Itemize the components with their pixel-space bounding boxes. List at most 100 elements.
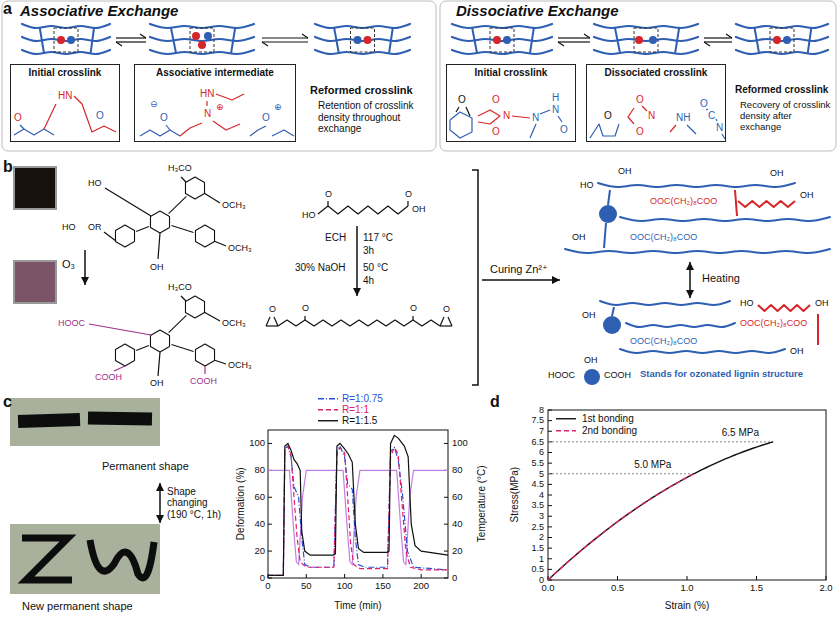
group-label: OH xyxy=(150,378,164,388)
bond-line xyxy=(706,109,708,110)
bond-line xyxy=(448,317,452,326)
tick-mark xyxy=(268,443,272,444)
bond-line xyxy=(140,130,180,136)
atom-label: N xyxy=(648,110,655,122)
data-curve xyxy=(268,446,448,575)
group-label: HO xyxy=(62,222,76,232)
group-label: OH xyxy=(790,346,804,356)
tick-label: 1.5 xyxy=(531,543,544,553)
tick-label: 7.5 xyxy=(531,415,544,425)
bond-dot xyxy=(67,36,75,44)
photo-caption: Permanent shape xyxy=(102,460,189,473)
legend-sample xyxy=(318,420,338,421)
tick-label: 3 xyxy=(539,511,544,521)
polymer-chain xyxy=(40,27,44,53)
tick-label: 2.0 xyxy=(819,583,832,594)
benzene-ring xyxy=(185,296,204,318)
group-label: COOH xyxy=(190,376,217,386)
bond-line xyxy=(104,232,116,241)
tick-mark xyxy=(687,576,688,580)
equilibrium-arrow xyxy=(302,34,308,38)
legend-sample xyxy=(318,398,338,399)
benzene-ring xyxy=(195,225,214,247)
condition-label: 50 °C xyxy=(363,262,388,274)
legend-text: 2nd bonding xyxy=(582,425,637,437)
photo xyxy=(10,524,160,594)
tick-mark xyxy=(444,578,448,579)
panel-title: Associative Exchange xyxy=(20,2,178,19)
tick-label: 100 xyxy=(249,438,265,449)
bond-line xyxy=(158,233,160,259)
group-label: OOC(CH₂)₈COO xyxy=(630,232,697,242)
bond-line xyxy=(274,317,278,326)
atom-label: O xyxy=(405,189,412,199)
group-label: OH xyxy=(150,262,164,272)
tick-mark xyxy=(268,551,272,552)
polymer-chain xyxy=(231,27,235,53)
bond-dot xyxy=(649,36,657,44)
bracket xyxy=(472,170,478,385)
polymer-chain xyxy=(736,24,828,28)
bond-dot xyxy=(635,36,643,44)
group-label: OH xyxy=(800,190,814,200)
polymer-chain xyxy=(735,190,737,216)
atom-label: O xyxy=(160,112,168,124)
tick-mark xyxy=(548,516,552,517)
equilibrium-arrow xyxy=(558,37,590,38)
lignin-photo xyxy=(15,168,55,208)
bond-line xyxy=(204,193,220,203)
benzene-ring xyxy=(185,177,204,199)
tick-label: 6.5 xyxy=(531,437,544,447)
polymer-chain xyxy=(612,307,614,316)
group-label: OCH₃ xyxy=(222,318,246,328)
tick-label: 40 xyxy=(254,519,265,530)
bond-line xyxy=(628,108,634,124)
reaction-arrow xyxy=(356,226,358,296)
atom-label: O xyxy=(262,112,270,124)
polymer-chain xyxy=(736,37,828,41)
bond-line xyxy=(440,325,452,326)
polymer-chain xyxy=(565,249,830,253)
legend-sample xyxy=(318,409,338,410)
bond-line xyxy=(44,104,56,129)
chain-zigzag xyxy=(278,320,440,326)
box-heading: Initial crosslink xyxy=(29,67,102,79)
polymer-chain xyxy=(754,27,759,53)
atom-label: O xyxy=(269,304,276,314)
polymer-chain xyxy=(620,349,785,353)
exchange-site-box xyxy=(490,28,514,52)
sample-strip xyxy=(22,538,72,580)
exchange-site-box xyxy=(351,28,375,52)
axis-title: Deformation (%) xyxy=(234,468,246,541)
tick-label: 2.5 xyxy=(531,522,544,532)
legend-text: R=1:1.5 xyxy=(342,415,377,427)
legend-text: 1st bonding xyxy=(582,413,634,425)
bond-line xyxy=(642,106,647,111)
bond-line xyxy=(450,112,472,138)
bond-line xyxy=(687,125,696,134)
tick-label: 200 xyxy=(413,581,429,592)
atom-label: O xyxy=(325,189,332,199)
photo-frame xyxy=(13,166,57,210)
polymer-chain xyxy=(315,37,410,41)
data-curve xyxy=(268,446,448,575)
tick-label: 7 xyxy=(539,426,544,436)
panel-title: Dissociative Exchange xyxy=(456,2,619,19)
reagent-label: ECH xyxy=(325,232,346,244)
polymer-chain xyxy=(150,37,254,41)
tick-mark xyxy=(268,524,272,525)
equilibrium-arrow xyxy=(116,41,146,42)
equilibrium-arrow xyxy=(140,34,146,38)
box-heading: Dissociated crosslink xyxy=(605,67,708,79)
group-label: OCH₃ xyxy=(228,243,252,253)
group-label: OH xyxy=(815,298,829,308)
bond-line xyxy=(171,345,193,352)
tick-label: 20 xyxy=(452,546,463,557)
group-label: OH xyxy=(618,166,632,176)
group-label: OH xyxy=(582,310,596,320)
tick-mark xyxy=(268,497,272,498)
bond-line xyxy=(272,130,294,136)
bond-line xyxy=(82,104,116,132)
sample-strip xyxy=(18,413,80,428)
